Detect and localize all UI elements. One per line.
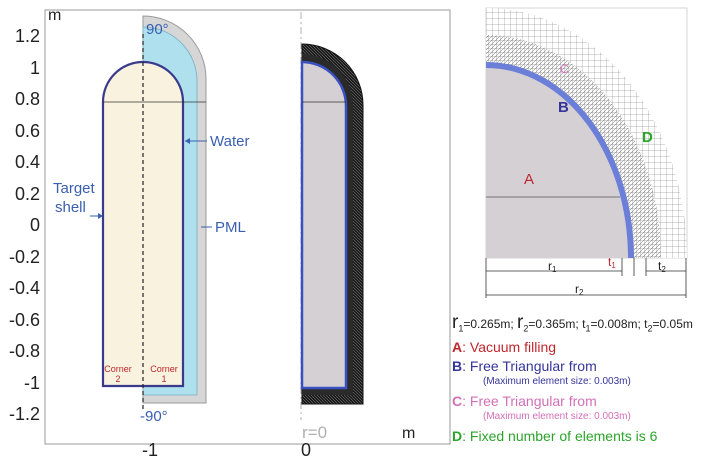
- corner1-number: 1: [161, 374, 166, 384]
- corner1-label: Corner: [150, 364, 178, 374]
- axis-r0-label: r=0: [302, 423, 327, 442]
- dimension-lines: [485, 258, 687, 298]
- region-a-vacuum: [486, 68, 628, 258]
- water-label: Water: [210, 133, 249, 150]
- target-label: Target: [53, 180, 96, 197]
- dim-t2-label: t2: [658, 259, 666, 274]
- shell-label: shell: [55, 199, 86, 216]
- corner2-number: 2: [115, 374, 120, 384]
- y-tick-label: 1.2: [15, 26, 40, 46]
- angle-bottom-label: -90°: [140, 408, 168, 425]
- y-tick-label: 0.2: [15, 184, 40, 204]
- region-b-label: B: [558, 99, 569, 116]
- x-tick-label: -1: [142, 440, 158, 460]
- dim-r1-label: r1: [548, 259, 557, 274]
- target-arrow-head: [98, 213, 103, 219]
- y-tick-label: -0.6: [9, 310, 40, 330]
- legend-item-c: C: Free Triangular from (Maximum element…: [452, 393, 631, 422]
- mesh-shell-line: [300, 60, 348, 390]
- y-tick-label: 1: [30, 58, 40, 78]
- y-tick-labels: 1.2 1 0.8 0.6 0.4 0.2 0 -0.2 -0.4 -0.6 -…: [9, 26, 40, 424]
- y-tick-label: 0.4: [15, 152, 40, 172]
- y-tick-label: -1.2: [9, 404, 40, 424]
- legend-item-b: B: Free Triangular from (Maximum element…: [452, 358, 631, 387]
- corner2-label: Corner: [104, 364, 132, 374]
- y-axis-unit: m: [48, 7, 61, 24]
- y-tick-label: -0.8: [9, 341, 40, 361]
- dim-t1-label: t1: [608, 255, 616, 270]
- y-tick-label: -0.2: [9, 247, 40, 267]
- x-tick-label: 0: [301, 440, 311, 460]
- water-arrow-head: [185, 138, 190, 144]
- y-tick-label: -0.4: [9, 278, 40, 298]
- legend-item-a: A: Vacuum filling: [452, 339, 557, 355]
- pml-label: PML: [215, 219, 246, 236]
- region-c-label: C: [560, 62, 569, 76]
- geometry-parameters: r1=0.265m; r2=0.365m; t1=0.008m; t2=0.05…: [452, 312, 693, 334]
- right-panel: A B C D r1 t1 t2 r2: [485, 7, 688, 298]
- y-tick-label: 0.6: [15, 121, 40, 141]
- legend-panel: r1=0.265m; r2=0.365m; t1=0.008m; t2=0.05…: [452, 312, 724, 447]
- y-tick-label: 0: [30, 215, 40, 235]
- region-a-label: A: [524, 171, 534, 188]
- legend-item-d: D: Fixed number of elements is 6: [452, 428, 658, 444]
- dim-r2-label: r2: [575, 282, 584, 297]
- angle-top-label: 90°: [146, 21, 169, 38]
- region-d-label: D: [642, 129, 653, 146]
- x-axis-unit: m: [402, 425, 415, 442]
- left-panel: m 1.2 1 0.8 0.6 0.4 0.2 0 -0.2 -0.4 -0.6…: [9, 7, 451, 460]
- y-tick-label: 0.8: [15, 89, 40, 109]
- y-tick-label: -1: [24, 373, 40, 393]
